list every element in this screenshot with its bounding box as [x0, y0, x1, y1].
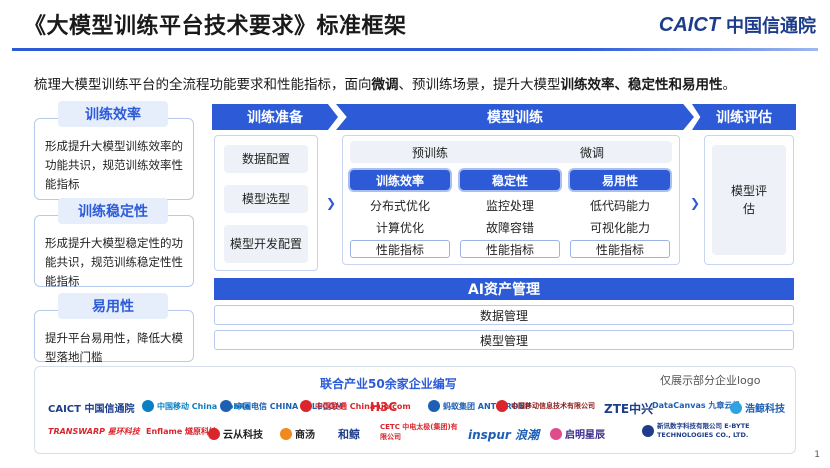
ebyte-icon — [642, 425, 654, 437]
col-head-usability: 易用性 — [570, 170, 670, 190]
logo-cn: 中国信通院 — [726, 16, 816, 37]
efficiency-desc-box: 形成提升大模型训练效率的功能共识，规范训练效率性能指标 — [34, 118, 194, 200]
mode-finetune: 微调 — [579, 145, 604, 160]
partners-title: 联合产业50余家企业编写 — [320, 377, 457, 391]
partner-name: Enflame 燧原科技 — [146, 427, 218, 436]
chevron-right-icon: ❯ — [690, 196, 701, 210]
intro-mid: 、预训练场景，提升大模型 — [398, 77, 561, 93]
mode-pretrain: 预训练 — [411, 145, 448, 160]
col-item: 低代码能力 — [589, 198, 650, 213]
col-head-efficiency: 训练效率 — [350, 170, 450, 190]
partner-logo: 新讯数字科技有限公司 E-BYTE TECHNOLOGIES CO., LTD. — [642, 422, 797, 440]
asset-row: 模型管理 — [214, 330, 794, 350]
col-item: 监控处理 — [485, 198, 534, 213]
stage-train-header: 模型训练 — [336, 104, 694, 130]
whale-icon — [730, 401, 742, 414]
partner-name: 云从科技 — [223, 430, 263, 441]
cloudwalk-icon — [208, 427, 220, 440]
metric-box: 性能指标 — [350, 240, 450, 258]
stability-desc-box: 形成提升大模型稳定性的功能共识，规范训练稳定性性能指标 — [34, 215, 194, 288]
intro-bold-2: 训练效率、稳定性和易用性 — [560, 77, 723, 93]
efficiency-desc: 形成提升大模型训练效率的功能共识，规范训练效率性能指标 — [45, 139, 183, 191]
partner-logo: inspur 浪潮 — [468, 426, 539, 443]
partner-name: 浩鲸科技 — [745, 404, 785, 415]
stability-desc: 形成提升大模型稳定性的功能共识，规范训练稳定性性能指标 — [45, 236, 183, 288]
intro-text: 梳理大模型训练平台的全流程功能要求和性能指标，面向微调、预训练场景，提升大模型训… — [34, 73, 736, 93]
partners-panel — [34, 366, 796, 454]
partner-name: 启明星辰 — [565, 430, 605, 441]
partner-logo: 中国电信 CHINA TELECOM — [220, 400, 343, 412]
partner-name: DataCanvas 九章云极 — [652, 401, 741, 410]
partner-name: CETC 中电太极(集团)有限公司 — [380, 423, 458, 441]
logo-en: CAICT — [658, 13, 720, 36]
partner-logo: 浩鲸科技 — [730, 400, 785, 415]
metric-box: 性能指标 — [460, 240, 560, 258]
partner-name: 新讯数字科技有限公司 E-BYTE TECHNOLOGIES CO., LTD. — [657, 422, 750, 439]
col-item: 计算优化 — [375, 220, 424, 235]
col-item: 分布式优化 — [369, 198, 430, 213]
page-title: 《大模型训练平台技术要求》标准框架 — [24, 14, 407, 39]
chevron-right-icon: ❯ — [326, 196, 337, 210]
intro-prefix: 梳理大模型训练平台的全流程功能要求和性能指标，面向 — [34, 77, 372, 93]
partner-name: TRANSWARP 星环科技 — [48, 427, 140, 436]
china-telecom-icon — [220, 400, 232, 412]
partner-logo: ZTE中兴 — [604, 400, 653, 417]
partners-note: 仅展示部分企业logo — [660, 374, 761, 387]
stability-label: 训练稳定性 — [58, 198, 168, 224]
prep-item: 模型开发配置 — [224, 225, 308, 263]
partner-name: 中国移动信息技术有限公司 — [511, 402, 595, 410]
usability-desc: 提升平台易用性，降低大模型落地门槛 — [45, 331, 183, 364]
partner-logo: 中国联通 China unicom — [300, 400, 411, 412]
partner-name: 蚂蚁集团 ANT GROUP — [443, 401, 531, 411]
partner-logo: H3C — [370, 400, 397, 414]
partner-logo: 蚂蚁集团 ANT GROUP — [428, 400, 531, 412]
partner-logo: DataCanvas 九章云极 — [652, 400, 740, 411]
partner-logo: 商汤 — [280, 426, 315, 441]
partner-logo: 启明星辰 — [550, 426, 605, 441]
sensetime-icon — [280, 427, 292, 440]
partner-name: 商汤 — [295, 430, 315, 441]
ant-icon — [428, 400, 440, 412]
partner-logo: 云从科技 — [208, 426, 263, 441]
stage-prep-header: 训练准备 — [212, 104, 338, 130]
intro-suffix: 。 — [722, 77, 737, 93]
partner-logo: 中国移动 China Mobile — [142, 400, 250, 412]
partner-logo: CAICT 中国信通院 — [48, 400, 134, 415]
partner-logo: 和鲸 — [338, 426, 360, 442]
cmit-icon — [496, 400, 508, 412]
col-item: 故障容错 — [485, 220, 534, 235]
asset-row: 数据管理 — [214, 305, 794, 325]
intro-bold-1: 微调 — [371, 77, 399, 93]
partner-logo: Enflame 燧原科技 — [146, 426, 217, 437]
stage-eval-header: 训练评估 — [692, 104, 796, 130]
prep-item: 数据配置 — [224, 145, 308, 173]
metric-box: 性能指标 — [570, 240, 670, 258]
partner-logo: TRANSWARP 星环科技 — [48, 426, 140, 437]
col-item: 可视化能力 — [589, 220, 650, 235]
ai-assets-bar: AI资产管理 — [214, 278, 794, 300]
partner-name: 中国电信 CHINA TELECOM — [235, 401, 344, 411]
partner-name: ZTE中兴 — [604, 402, 654, 416]
page-number: 1 — [814, 450, 820, 460]
caict-logo: CAICT 中国信通院 — [659, 12, 816, 38]
efficiency-label: 训练效率 — [58, 101, 168, 127]
prep-item: 模型选型 — [224, 185, 308, 213]
partner-logo: 中国移动信息技术有限公司 — [496, 400, 595, 412]
col-head-stability: 稳定性 — [460, 170, 560, 190]
title-divider — [12, 48, 818, 51]
partner-name: inspur 浪潮 — [468, 428, 540, 442]
eval-item: 模型评估 — [712, 145, 786, 255]
china-mobile-icon — [142, 400, 154, 412]
usability-label: 易用性 — [58, 293, 168, 319]
partner-logo: CETC 中电太极(集团)有限公司 — [380, 422, 460, 442]
partner-name: H3C — [370, 400, 398, 414]
train-modes-bar — [350, 141, 672, 163]
partner-name: 中国联通 China unicom — [315, 401, 411, 411]
china-unicom-icon — [300, 400, 312, 412]
partner-name: 中国移动 China Mobile — [157, 401, 251, 411]
venustech-icon — [550, 427, 562, 440]
partner-name: CAICT 中国信通院 — [48, 404, 135, 415]
partner-name: 和鲸 — [338, 428, 360, 441]
